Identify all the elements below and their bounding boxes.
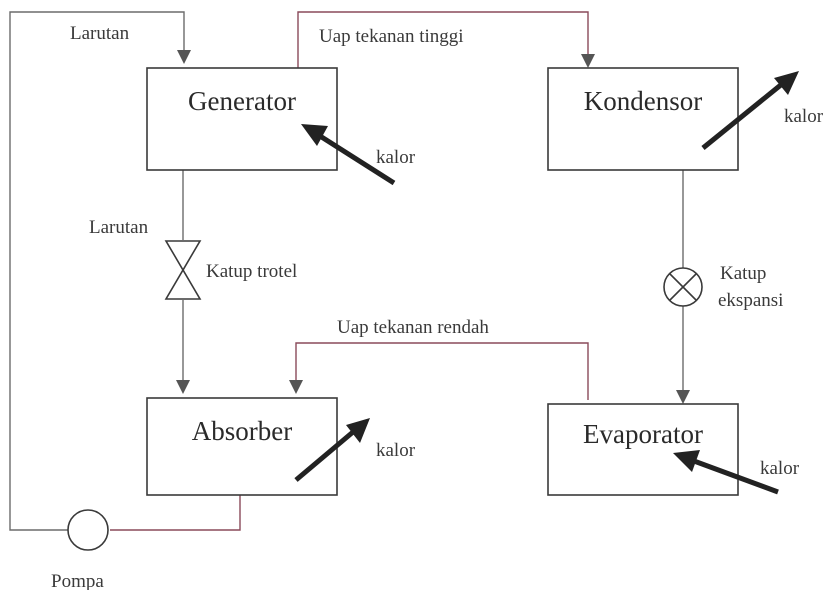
throttle-valve-icon-lower [164, 268, 202, 300]
absorber-vapor-arrowhead [289, 380, 303, 394]
throttle-valve-icon [164, 240, 202, 272]
expansion-valve-icon [663, 267, 703, 307]
katup-ekspansi-label-2: ekspansi [718, 290, 783, 311]
katup-trotel-label: Katup trotel [206, 261, 297, 282]
evaporator-heat-in-arrow [673, 450, 779, 495]
generator-inlet-arrowhead [177, 50, 191, 64]
absorber-label: Absorber [192, 416, 292, 446]
low-pressure-vapor-line [295, 342, 589, 400]
generator-box [146, 67, 338, 171]
evaporator-box [547, 403, 739, 496]
high-pressure-vapor-line [297, 11, 589, 68]
pump-to-generator-line [9, 11, 185, 531]
kondensor-label: Kondensor [584, 86, 702, 116]
kondensor-heat-out-arrow [701, 71, 799, 150]
evaporator-label: Evaporator [583, 419, 703, 449]
absorber-box [146, 397, 338, 496]
uap-tekanan-tinggi-label: Uap tekanan tinggi [319, 26, 464, 47]
katup-ekspansi-label-1: Katup [720, 263, 766, 284]
kalor-kondensor-label: kalor [784, 106, 824, 127]
larutan-top-label: Larutan [70, 23, 130, 44]
generator-label: Generator [188, 86, 296, 116]
kondensor-inlet-arrowhead [581, 54, 595, 68]
absorber-to-pump-line [110, 495, 241, 531]
kalor-generator-label: kalor [376, 147, 416, 168]
absorber-inlet-arrowhead [176, 380, 190, 394]
kondensor-box [547, 67, 739, 171]
pompa-label: Pompa [51, 571, 104, 590]
uap-tekanan-rendah-label: Uap tekanan rendah [337, 317, 489, 338]
kalor-evaporator-label: kalor [760, 458, 800, 479]
absorber-heat-out-arrow [294, 418, 370, 482]
kalor-absorber-label: kalor [376, 440, 416, 461]
pump-icon [67, 509, 109, 551]
evaporator-inlet-arrowhead [676, 390, 690, 404]
generator-heat-in-arrow [301, 124, 396, 186]
larutan-mid-label: Larutan [89, 217, 149, 238]
